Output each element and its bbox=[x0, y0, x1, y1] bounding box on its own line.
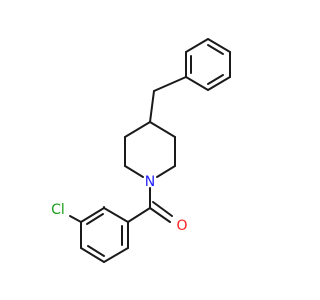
bond bbox=[207, 76, 231, 91]
c-cl-bond bbox=[69, 215, 82, 223]
piperidine-ring bbox=[124, 121, 176, 178]
bond bbox=[124, 121, 151, 138]
benzyl-phenyl-ring bbox=[185, 38, 231, 91]
double-bond-inner bbox=[207, 74, 224, 85]
nitrogen-atom-label: N bbox=[145, 174, 155, 190]
bond bbox=[156, 165, 176, 178]
bond bbox=[103, 247, 129, 263]
bond bbox=[149, 121, 176, 138]
double-bond-inner bbox=[86, 213, 104, 225]
carbonyl-double-bond-second bbox=[152, 201, 173, 217]
bond bbox=[185, 76, 209, 91]
bond bbox=[80, 207, 105, 223]
double-bond-inner bbox=[87, 245, 105, 257]
oxygen-atom-label: O bbox=[176, 218, 187, 234]
bond bbox=[80, 247, 105, 263]
ch2-to-piperidine-bond bbox=[149, 90, 155, 123]
double-bond-inner bbox=[207, 44, 224, 55]
carbonyl-aryl-bond bbox=[127, 207, 151, 223]
bond bbox=[124, 165, 144, 178]
molecule-structure: N O Cl bbox=[51, 38, 231, 263]
bond bbox=[103, 207, 129, 223]
carbonyl-double-bond bbox=[149, 207, 171, 223]
chlorophenyl-ring bbox=[80, 207, 129, 263]
chlorine-atom-label: Cl bbox=[51, 202, 65, 218]
bond bbox=[185, 38, 209, 53]
structure-canvas: N O Cl bbox=[51, 38, 231, 263]
bond bbox=[207, 38, 231, 53]
benzyl-ch2-bond bbox=[153, 76, 187, 92]
